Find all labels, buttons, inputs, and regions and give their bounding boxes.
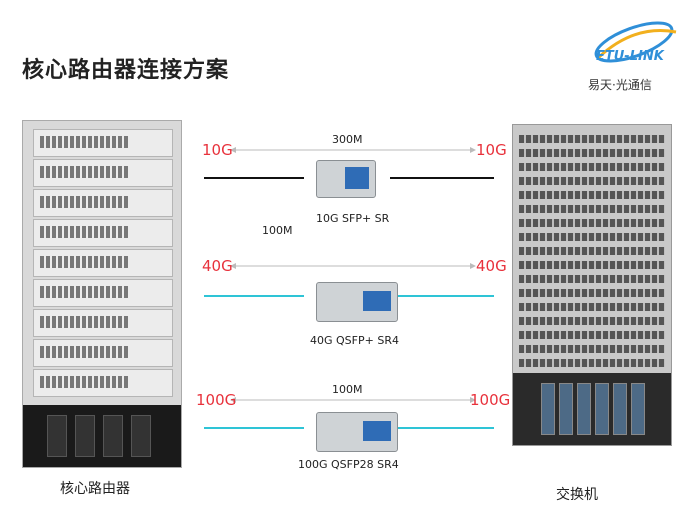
distance-note-100m-b: 100M	[332, 383, 363, 396]
switch-image	[512, 124, 672, 446]
page-title: 核心路由器连接方案	[22, 58, 230, 83]
module-label-40g: 40G QSFP+ SR4	[310, 334, 399, 347]
speed-label-right-40g: 40G	[476, 257, 507, 275]
speed-label-left-100g: 100G	[196, 391, 237, 409]
qsfp-module-image	[316, 282, 398, 322]
etu-link-logo: ETU-LINK	[578, 14, 690, 94]
distance-note-100m: 100M	[262, 224, 293, 237]
switch-label: 交换机	[556, 487, 598, 503]
speed-label-left-40g: 40G	[202, 257, 233, 275]
core-router-image	[22, 120, 182, 468]
speed-label-left-10g: 10G	[202, 141, 233, 159]
speed-label-right-100g: 100G	[470, 391, 511, 409]
speed-label-right-10g: 10G	[476, 141, 507, 159]
module-label-100g: 100G QSFP28 SR4	[298, 458, 399, 471]
module-label-10g: 10G SFP+ SR	[316, 212, 390, 225]
sfp-module-image	[316, 160, 376, 198]
distance-note-300m: 300M	[332, 133, 363, 146]
core-router-label: 核心路由器	[60, 481, 130, 497]
logo-caption: 易天·光通信	[588, 78, 652, 92]
svg-text:ETU-LINK: ETU-LINK	[596, 49, 665, 64]
qsfp28-module-image	[316, 412, 398, 452]
